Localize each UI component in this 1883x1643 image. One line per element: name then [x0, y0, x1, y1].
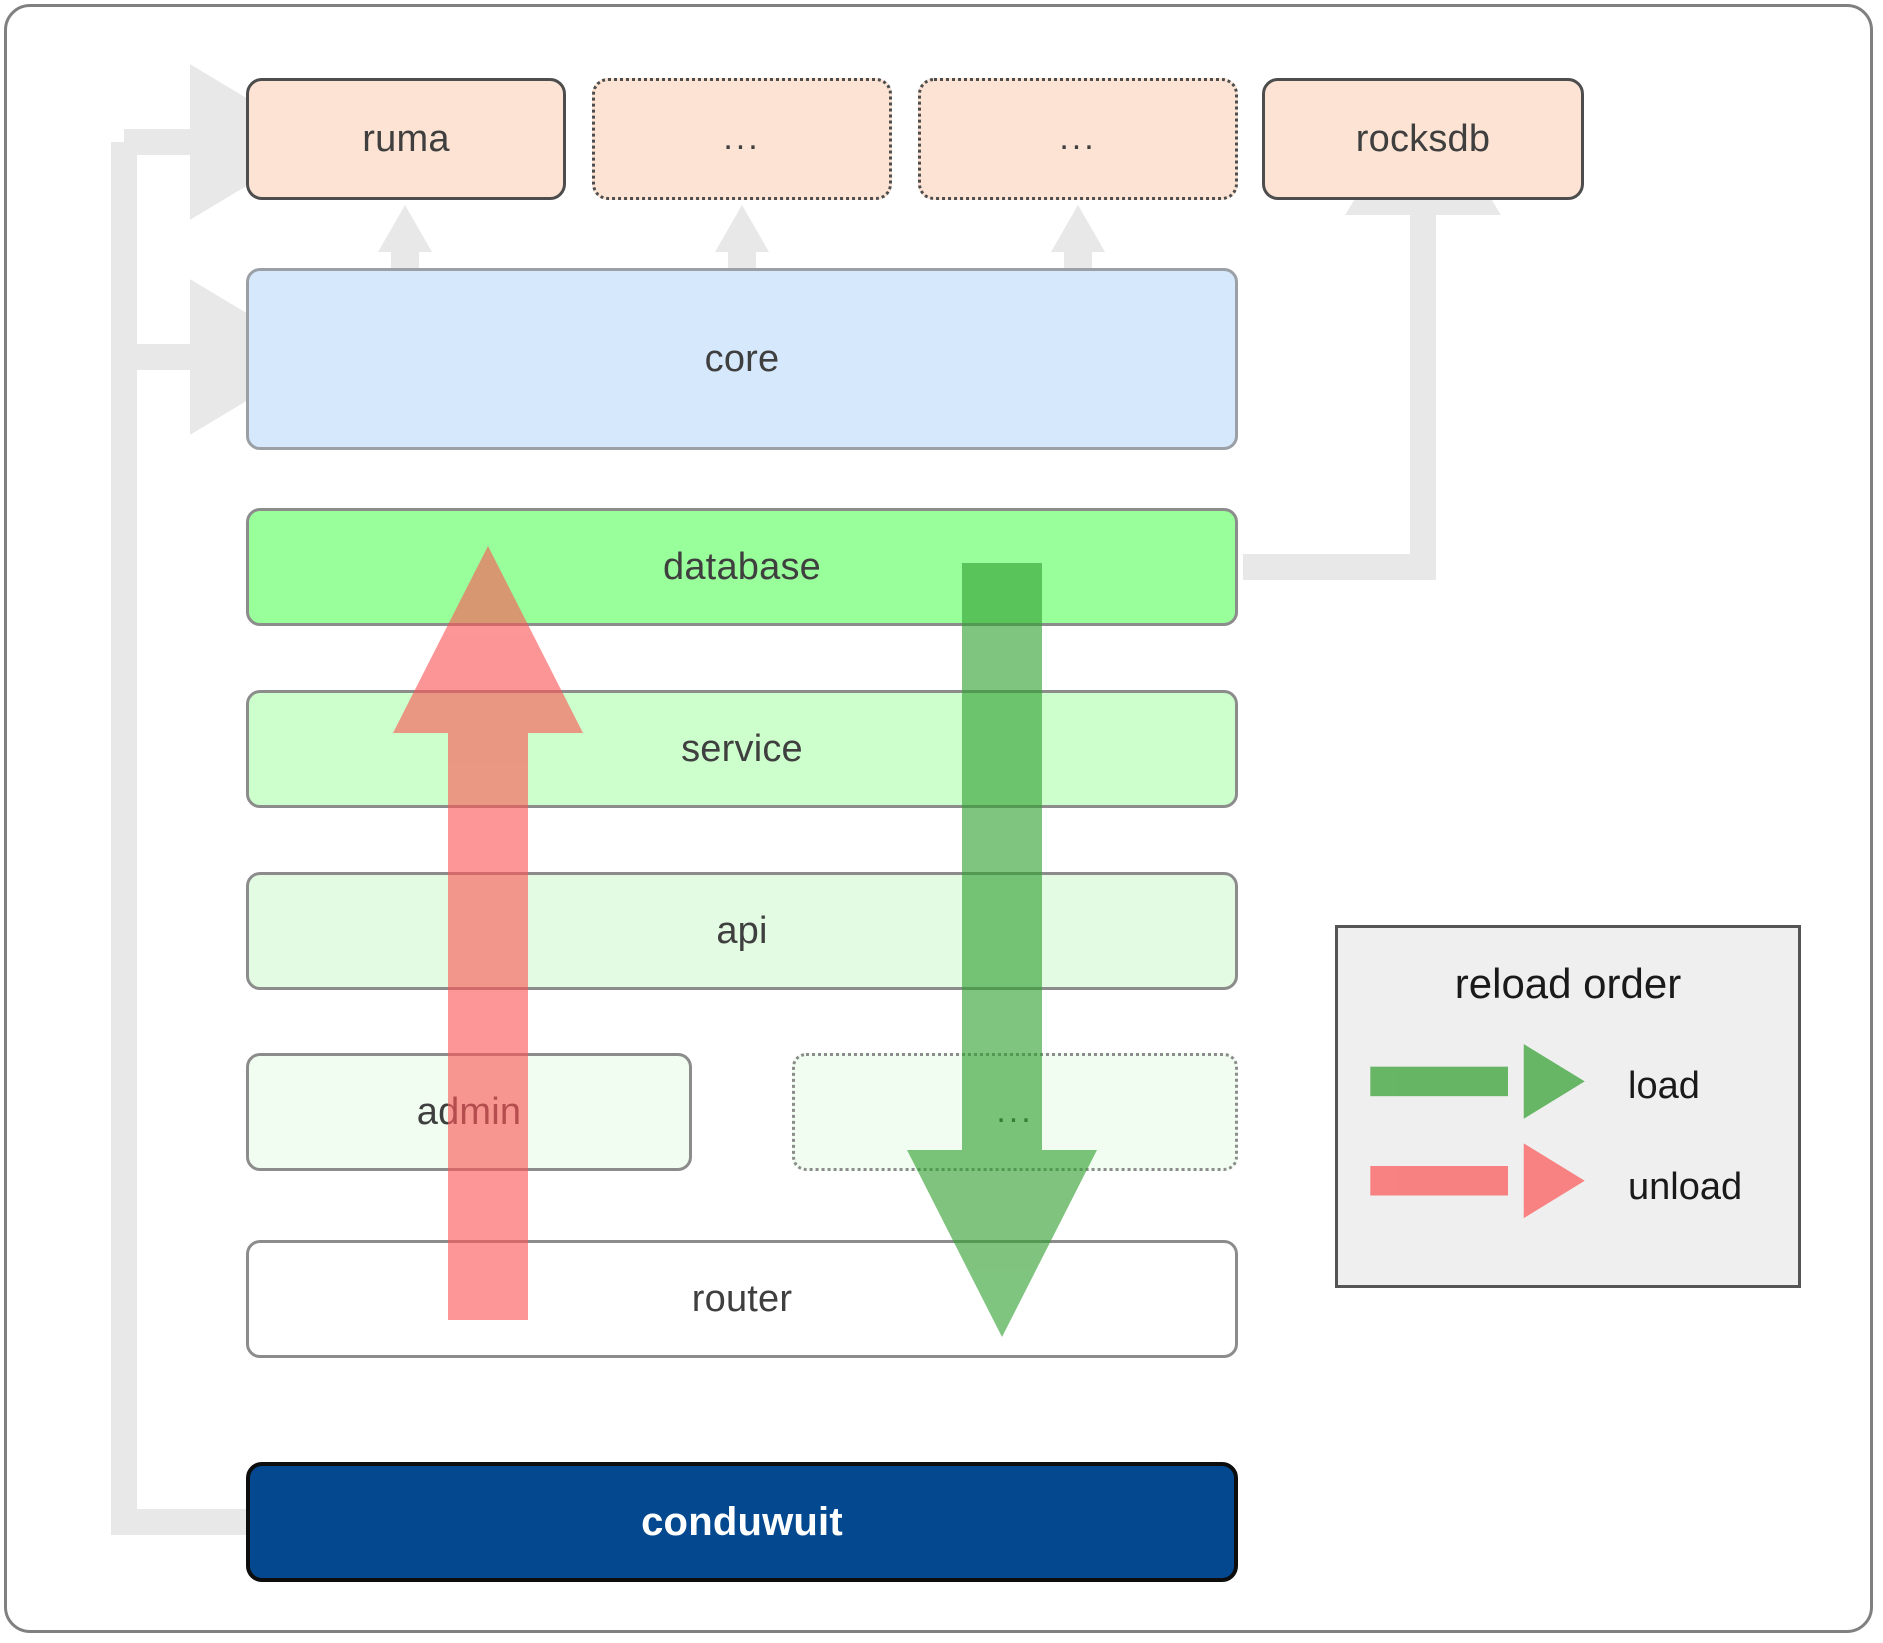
node-conduwuit[interactable]: conduwuit [246, 1462, 1238, 1582]
stub-core-to-dots-2 [1051, 205, 1105, 275]
legend-swatch-load [1370, 1044, 1585, 1119]
layer-database-label: database [663, 545, 821, 588]
legend-label-unload: unload [1628, 1166, 1743, 1208]
legend-load-head [1523, 1044, 1585, 1119]
node-core[interactable]: core [246, 268, 1238, 450]
legend-unload-head [1523, 1143, 1585, 1219]
crate-ruma[interactable]: ruma [246, 78, 566, 200]
legend-load-shaft [1370, 1066, 1509, 1097]
legend-unload-shaft [1370, 1166, 1509, 1196]
legend-title: reload order [1454, 960, 1682, 1007]
legend-swatch-unload [1370, 1143, 1585, 1219]
crate-placeholder-2[interactable]: ... [918, 78, 1238, 200]
crate-placeholder-1-label: ... [723, 119, 761, 158]
legend-label-load: load [1628, 1065, 1700, 1107]
crate-placeholder-1[interactable]: ... [592, 78, 892, 200]
layer-admin[interactable]: admin [246, 1053, 692, 1171]
legend-panel: reload order load unload [1335, 925, 1801, 1288]
layer-router[interactable]: router [246, 1240, 1238, 1358]
layer-api-label: api [716, 909, 768, 952]
crate-ruma-label: ruma [362, 117, 450, 160]
layer-placeholder-label: ... [996, 1092, 1034, 1131]
route-conduwuit-rail [111, 142, 247, 1535]
node-conduwuit-label: conduwuit [641, 1499, 843, 1544]
layer-admin-label: admin [416, 1090, 522, 1133]
crate-rocksdb-label: rocksdb [1355, 117, 1491, 160]
layer-placeholder[interactable]: ... [792, 1053, 1238, 1171]
crate-rocksdb[interactable]: rocksdb [1262, 78, 1584, 200]
node-core-label: core [704, 337, 780, 380]
layer-router-label: router [691, 1277, 793, 1320]
layer-database[interactable]: database [246, 508, 1238, 626]
layer-service[interactable]: service [246, 690, 1238, 808]
layer-api[interactable]: api [246, 872, 1238, 990]
stub-core-to-ruma [378, 205, 432, 275]
layer-service-label: service [681, 727, 803, 770]
route-database-to-rocksdb [1243, 85, 1501, 580]
stub-core-to-dots-1 [715, 205, 769, 275]
crate-placeholder-2-label: ... [1059, 119, 1097, 158]
legend-swatches [1370, 1044, 1585, 1219]
